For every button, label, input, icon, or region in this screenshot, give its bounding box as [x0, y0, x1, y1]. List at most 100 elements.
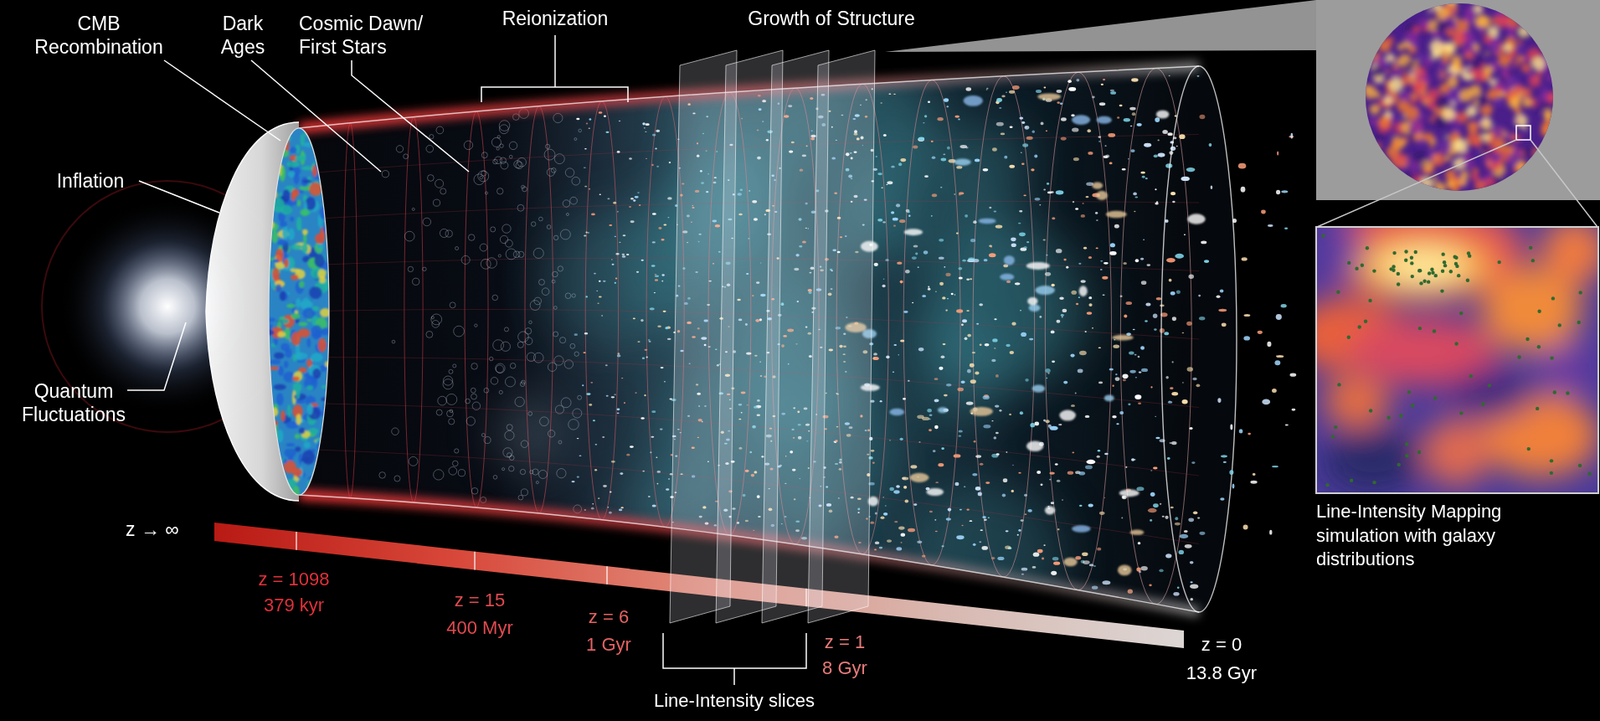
cmb-map-part-part-part — [277, 239, 289, 246]
galaxies-part — [917, 137, 925, 142]
galaxies-part — [1134, 354, 1137, 356]
galaxies-part — [1174, 253, 1184, 259]
galaxies-part — [519, 381, 525, 386]
galaxies-part — [601, 314, 603, 317]
galaxies-part — [562, 200, 571, 208]
galaxies-part — [880, 516, 885, 520]
galaxies-part — [614, 282, 617, 284]
galaxies-part — [1135, 376, 1137, 379]
cmb-map-part-part-part — [302, 229, 309, 236]
galaxies-part — [969, 277, 973, 280]
galaxies-part — [977, 491, 983, 496]
zoom-inset-part-part-part — [1369, 103, 1381, 115]
galaxies-part — [1095, 219, 1099, 222]
galaxies-part — [1167, 457, 1171, 460]
galaxies-part — [1077, 368, 1084, 373]
timeline-bar-part — [295, 531, 298, 551]
galaxies-part — [455, 246, 459, 251]
galaxies-part — [502, 468, 505, 471]
galaxies-part — [1019, 309, 1022, 311]
galaxies-part — [1141, 280, 1148, 285]
cmb-map-part-part-part — [274, 476, 280, 490]
galaxies-part — [937, 463, 944, 467]
galaxies-part — [1060, 313, 1065, 317]
outer-galaxies-part — [1290, 133, 1293, 139]
galaxies-part — [490, 226, 496, 232]
galaxies-part — [882, 221, 886, 223]
galaxies-part — [988, 206, 992, 209]
outer-galaxies-part — [1257, 330, 1263, 335]
galaxies-part — [557, 266, 563, 272]
galaxies-part — [488, 356, 493, 361]
galaxies-part — [1003, 478, 1008, 483]
galaxies-part — [1026, 136, 1034, 140]
galaxies-part — [966, 309, 970, 312]
galaxies-part — [602, 280, 607, 283]
galaxies-part — [1101, 580, 1111, 585]
outer-galaxies-part — [1276, 150, 1279, 155]
galaxies-part — [883, 512, 888, 516]
galaxies-part — [1034, 421, 1040, 427]
galaxies-part — [605, 364, 608, 366]
galaxies-part — [560, 229, 571, 240]
galaxies-part — [524, 328, 532, 335]
galaxies-part — [574, 333, 578, 336]
galaxies-part — [1125, 301, 1132, 305]
outer-galaxies-part — [1281, 190, 1288, 193]
galaxies-part — [910, 464, 918, 469]
cmb-map-part-part-part — [286, 303, 296, 309]
galaxies-part — [993, 210, 998, 212]
galaxies-part — [522, 186, 528, 192]
galaxies-part — [1159, 503, 1162, 505]
galaxies-part — [607, 506, 609, 508]
cmb-map-part-part-part — [295, 280, 304, 294]
outer-galaxies-part — [1266, 341, 1271, 347]
galaxies-part — [454, 448, 459, 453]
cmb-map-part-part-part — [298, 427, 305, 434]
galaxies-part — [1030, 168, 1035, 171]
galaxies-part — [935, 530, 938, 533]
galaxies-part — [924, 114, 927, 118]
galaxies-part — [1070, 113, 1075, 117]
galaxies-part — [1072, 200, 1075, 203]
galaxies-part — [936, 117, 943, 121]
galaxies-part — [928, 428, 932, 432]
cmb-map-part-part-part — [270, 123, 275, 133]
galaxies-part — [941, 447, 945, 450]
galaxies-part — [896, 262, 902, 265]
galaxies-part — [497, 188, 504, 195]
cmb-map-part-part-part — [298, 280, 304, 288]
cmb-map-part-part-part — [294, 352, 309, 361]
galaxies-part — [1157, 139, 1160, 142]
galaxies-part — [572, 408, 582, 418]
galaxies-part — [1070, 404, 1076, 407]
galaxies-part — [941, 545, 944, 547]
galaxies-part — [565, 293, 572, 299]
galaxies-part — [1098, 381, 1103, 385]
galaxies-part — [448, 418, 455, 425]
galaxies-part — [499, 120, 510, 132]
zoom-wedge — [884, 0, 1317, 52]
cmb-map-part-part-part — [276, 392, 284, 406]
cmb-map-part-part-part — [303, 442, 310, 449]
galaxies-part — [990, 246, 993, 248]
timeline-bar-part — [606, 565, 608, 585]
galaxies-part — [596, 290, 597, 292]
cmb-map-part-part-part — [275, 461, 283, 468]
galaxies-part — [620, 506, 623, 509]
galaxies-part — [956, 535, 964, 540]
galaxies-part — [1009, 350, 1015, 355]
galaxies-part — [1182, 381, 1184, 383]
galaxies-part — [545, 144, 550, 149]
spiral-galaxies-part — [1044, 505, 1055, 515]
galaxies-part — [553, 331, 559, 337]
zoom-inset-part-part-part — [1375, 131, 1385, 141]
galaxies-part — [668, 478, 670, 479]
spiral-galaxies-part — [909, 473, 929, 483]
galaxies-part — [634, 195, 639, 199]
galaxies-part — [1049, 471, 1055, 474]
galaxies-part — [1079, 504, 1083, 507]
outer-galaxies-part — [1232, 483, 1235, 489]
galaxies-part — [1110, 89, 1115, 93]
galaxies-part — [1096, 455, 1101, 458]
